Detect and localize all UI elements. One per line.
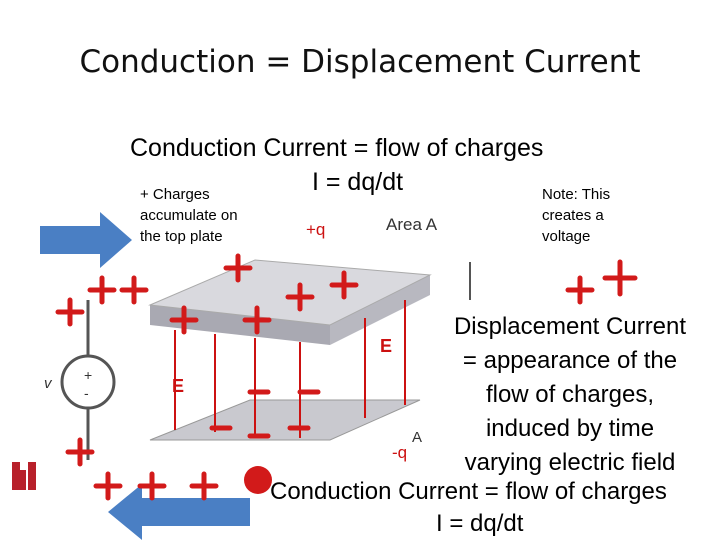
displacement-line2: = appearance of the	[462, 347, 678, 374]
charges-note: + Charges accumulate on the top plate	[140, 186, 238, 245]
voltage-source-icon	[60, 354, 116, 410]
displacement-line1: Displacement Current	[453, 313, 687, 340]
source-minus: -	[84, 385, 89, 401]
field-label-side: E	[380, 336, 392, 356]
current-arrow-bottom	[108, 484, 250, 540]
top-plate-side	[330, 275, 430, 345]
plus-charges	[55, 253, 638, 501]
field-lines	[174, 300, 406, 438]
slide-title: Conduction = Displacement Current	[79, 44, 641, 80]
minus-q-label: -q	[392, 443, 407, 462]
minus-charges	[209, 389, 321, 439]
source-plus: +	[84, 367, 92, 383]
field-label-front: E	[172, 376, 184, 396]
bottom-line2: I = dq/dt	[436, 510, 524, 537]
displacement-line3: flow of charges,	[485, 381, 655, 408]
plus-q-label: +q	[306, 220, 325, 239]
bottom-plate	[149, 399, 421, 441]
top-plate-front	[150, 305, 330, 345]
university-logo-icon	[12, 462, 36, 490]
subtitle-line1: Conduction Current = flow of charges	[130, 134, 544, 162]
subtitle-line2: I = dq/dt	[312, 168, 404, 196]
displacement-text: Displacement Current = appearance of the…	[420, 310, 720, 480]
voltage-note: Note: This creates a voltage	[542, 186, 611, 245]
displacement-line5: varying electric field	[464, 449, 676, 476]
current-arrow-top	[40, 212, 132, 268]
area-label-fragment: A	[412, 429, 422, 446]
voltage-label: v	[44, 375, 53, 392]
bottom-line1: Conduction Current = flow of charges	[270, 478, 667, 505]
displacement-line4: induced by time	[485, 415, 655, 442]
charge-ball	[244, 466, 272, 494]
area-label: Area A	[386, 215, 438, 234]
